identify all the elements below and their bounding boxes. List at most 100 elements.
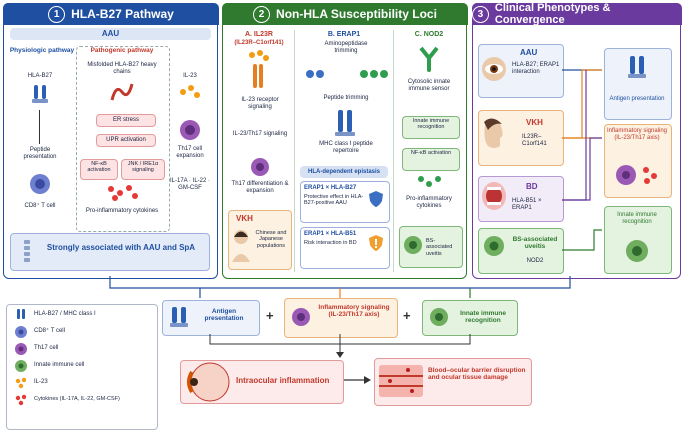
- spine-icon: [24, 240, 30, 262]
- bottom-inflam-label: Inflammatory signaling (IL-23/Th17 axis): [318, 304, 390, 319]
- ep2-title: ERAP1 × HLA-B51: [304, 231, 357, 237]
- out-inflam-label: Inflammatory signaling (IL-23/Th17 axis): [606, 128, 668, 141]
- peptide-presentation: Peptide presentation: [23, 147, 57, 160]
- innate-cell-icon: [404, 236, 422, 254]
- intraocular-label: Intraocular inflammation: [236, 376, 330, 385]
- converge-arrows: [209, 334, 471, 358]
- pathogenic-box: [76, 46, 170, 232]
- mhc-class-i-icon: [628, 56, 646, 78]
- cd8-label: CD8⁺ T cell: [24, 203, 56, 209]
- legend-box: [6, 304, 158, 430]
- strong-association-text: Strongly associated with AAU and SpA: [46, 243, 196, 252]
- cytokine-dots-icon: [418, 176, 441, 187]
- bottom-antigen-box: [162, 300, 260, 336]
- legend-item-hla: HLA-B27 / MHC class I: [34, 311, 96, 317]
- patho-title: Pathogenic pathway: [90, 47, 154, 54]
- legend-item-innate: Innate immune cell: [34, 362, 85, 368]
- bs-uveitis-label: BS-associated uveitis: [426, 238, 453, 257]
- cd8-t-cell-icon: [30, 174, 50, 194]
- cytokine-dots-icon: [15, 394, 27, 406]
- th17-cytokine-icon: [616, 165, 657, 185]
- divider-ab: [294, 30, 295, 272]
- barrier-label: Blood–ocular barrier disruption and ocul…: [428, 367, 526, 382]
- innate-cell-icon: [626, 240, 648, 262]
- peptide-icon: [306, 70, 388, 78]
- nod2-title: C. NOD2: [414, 31, 444, 38]
- plus-sign: +: [403, 308, 411, 323]
- peptide-trimming-label: Peptide trimming: [323, 95, 369, 101]
- vkh-populations: Chinese and Japanese populations: [255, 230, 287, 249]
- warning-shield-icon: [369, 235, 383, 251]
- cytokine-dots-icon: [108, 185, 138, 201]
- panel1-title: HLA-B27 Pathway: [71, 7, 174, 21]
- th17-cell-icon: [180, 120, 200, 140]
- bd-text: HLA-B51 × ERAP1: [512, 198, 542, 211]
- upr-box: UPR activation: [96, 134, 156, 147]
- aau-text: HLA-B27; ERAP1 interaction: [512, 62, 560, 75]
- arrow-right-icon: [344, 376, 371, 384]
- hla-b27-molecule-icon: [32, 85, 48, 103]
- panel3-number: 3: [472, 5, 489, 23]
- th17-expansion: Th17 cell expansion: [176, 146, 204, 159]
- legend-item-cytokines: Cytokines (IL-17A, IL-22, GM-CSF): [34, 396, 120, 402]
- panel2-title: Non-HLA Susceptibility Loci: [276, 7, 437, 21]
- bd-title: BD: [526, 182, 538, 191]
- erap1-title: B. ERAP1: [327, 31, 361, 38]
- il23-dots-icon: [15, 377, 27, 389]
- eye-anatomy-icon: [187, 362, 230, 402]
- face-profile-icon: [484, 118, 503, 148]
- innate-cell-icon: [430, 308, 448, 326]
- vkh-card-title: VKH: [526, 118, 543, 127]
- panel-connector-lines: [109, 276, 571, 298]
- il23r-subtitle: (IL23R–C1orf141): [234, 40, 284, 46]
- cd8-t-cell-icon: [15, 326, 27, 338]
- mhc-class-i-icon: [335, 110, 355, 136]
- th17-cell-icon: [251, 158, 269, 176]
- shield-icon: [369, 191, 383, 207]
- epistasis-b27-box: [300, 181, 390, 223]
- strong-association-box: [10, 233, 210, 271]
- mouth-ulcer-icon: [482, 182, 506, 210]
- ep1-title: ERAP1 × HLA-B27: [304, 185, 357, 191]
- il17-cytokines: IL-17A · IL-22 · GM-CSF: [169, 178, 211, 191]
- nfkb-activation-box: NF-κB activation: [402, 148, 460, 171]
- panel1-number: 1: [48, 5, 66, 23]
- innate-cell-icon: [484, 236, 504, 256]
- aau-title: AAU: [520, 48, 538, 57]
- panel2-header: 2 Non-HLA Susceptibility Loci: [222, 3, 468, 25]
- proinf-cytokines: Pro-inflammatory cytokines: [85, 208, 159, 214]
- mhc-class-i-icon: [170, 307, 188, 327]
- th17-cell-icon: [15, 343, 27, 355]
- out-antigen-box: [604, 48, 672, 120]
- convergence-arrows: [562, 69, 602, 251]
- epistasis-b51-box: [300, 227, 390, 269]
- nod2-cytokines: Pro-inflammatory cytokines: [406, 196, 452, 209]
- legend-item-il23: IL-23: [34, 379, 48, 385]
- jnk-box: JNK / IRE1α signaling: [121, 159, 165, 180]
- eye-icon: [482, 57, 506, 81]
- ep1-text: Protective effect in HLA-B27-positive AA…: [304, 194, 364, 207]
- th17-differentiation: Th17 differentiation & expansion: [231, 181, 289, 194]
- il23-label: IL-23: [183, 73, 197, 79]
- legend-item-cd8: CD8⁺ T cell: [34, 328, 65, 334]
- out-inflam-box: [604, 124, 672, 198]
- il23r-title: A. IL23R: [244, 31, 273, 38]
- hla-b27-label: HLA-B27: [27, 73, 53, 79]
- plus-sign: +: [266, 308, 274, 323]
- tissue-damage-icon: [379, 365, 423, 397]
- out-antigen-label: Antigen presentation: [609, 96, 665, 102]
- bs-title: BS-associated uveitis: [512, 236, 558, 251]
- bs-text: NOD2: [526, 258, 544, 264]
- panel1-header: 1 HLA-B27 Pathway: [3, 3, 219, 25]
- innate-recognition-box: Innate immune recognition: [402, 116, 460, 139]
- bottom-innate-label: Innate immune recognition: [460, 310, 506, 325]
- mhc-class-i-icon: [17, 309, 25, 319]
- nfkb-box: NF-κB activation: [80, 159, 118, 180]
- physio-title: Physiologic pathway: [9, 47, 75, 54]
- epistasis-header: HLA-dependent epistasis: [300, 166, 388, 178]
- il23r-signaling: IL-23 receptor signaling: [241, 97, 279, 110]
- bottom-antigen-label: Antigen presentation: [204, 308, 244, 323]
- panel3-header: 3 Clinical Phenotypes & Convergence: [472, 2, 682, 26]
- er-stress-box: ER stress: [96, 114, 156, 127]
- out-innate-label: Innate immune recognition: [617, 212, 657, 225]
